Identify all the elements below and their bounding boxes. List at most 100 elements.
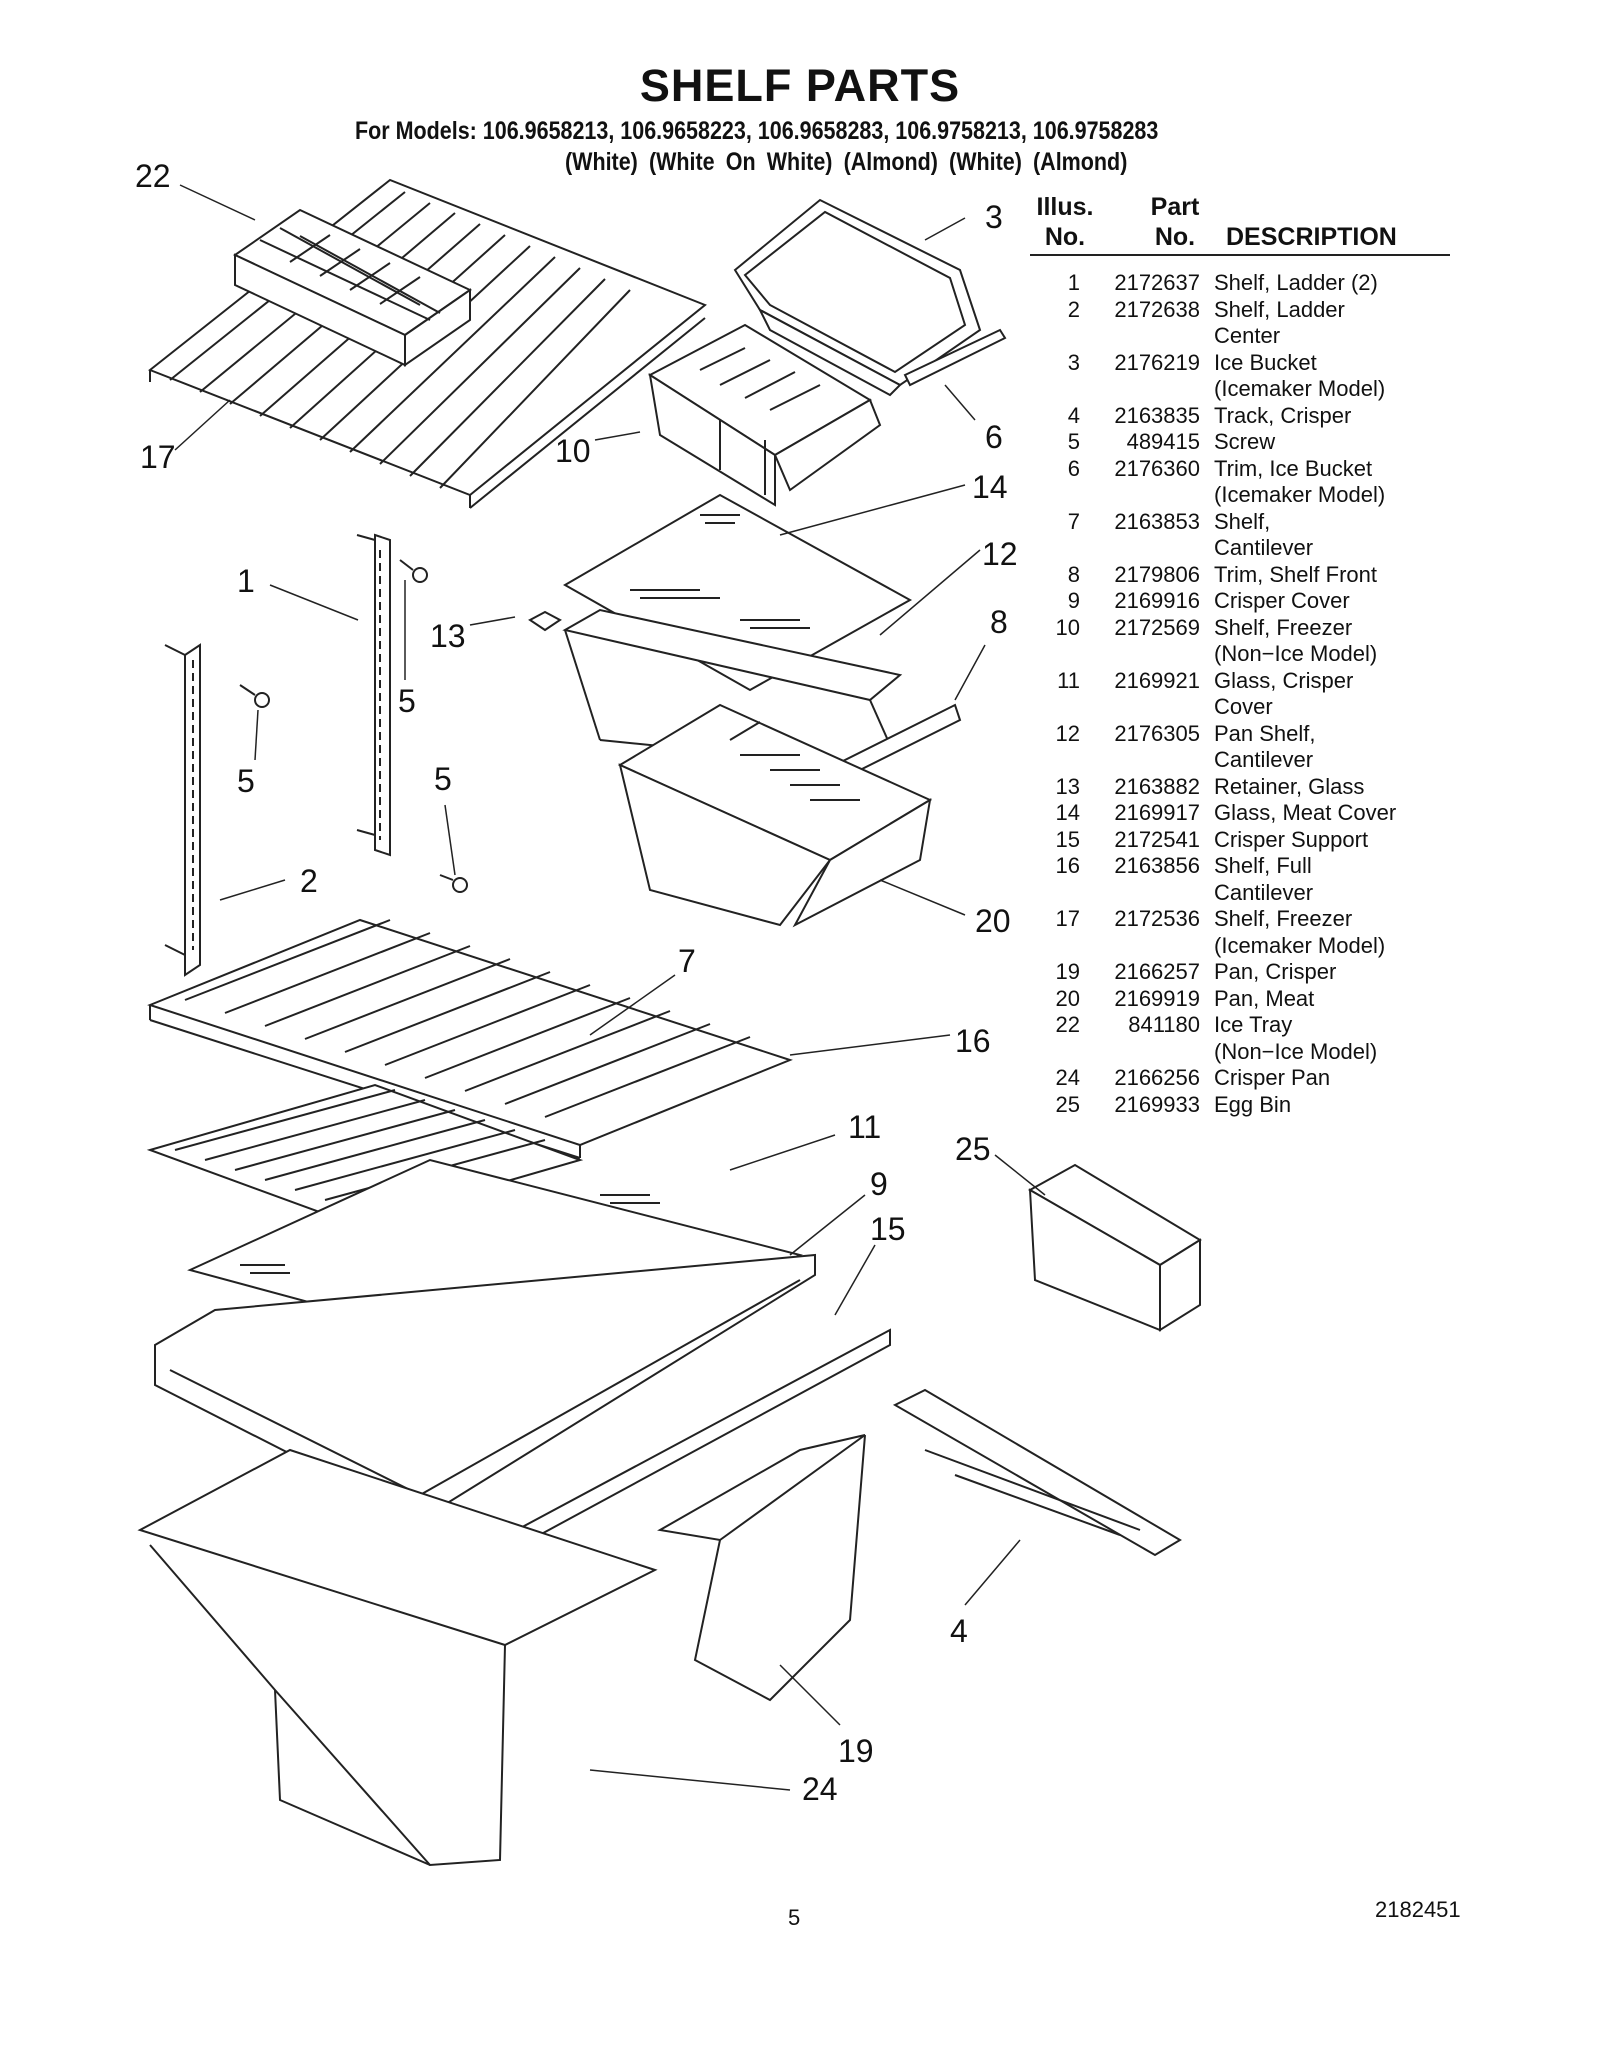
egg-bin-25 — [1027, 1163, 1202, 1332]
ice-bucket-3 — [733, 198, 982, 397]
ladder-shelf-center-2 — [164, 643, 201, 977]
callout-7: 7 — [678, 943, 696, 979]
part-no: 2163882 — [1114, 773, 1200, 799]
table-row: 11 2169921 Glass, Crisper Cover — [1030, 668, 1450, 721]
illus-no: 15 — [1055, 826, 1080, 852]
callout-6: 6 — [985, 419, 1003, 455]
part-description: Shelf, Cantilever — [1214, 508, 1314, 561]
screw-5b — [239, 684, 270, 708]
callout-5-left: 5 — [237, 763, 255, 799]
parts-list-header: Illus. No. Part No. DESCRIPTION — [1030, 192, 1450, 256]
header-description: DESCRIPTION — [1226, 223, 1397, 251]
table-row: 7 2163853 Shelf, Cantilever — [1030, 509, 1450, 562]
part-no: 2179806 — [1114, 561, 1200, 587]
part-no: 2163853 — [1114, 508, 1200, 534]
part-description: Shelf, Full Cantilever — [1214, 853, 1314, 905]
page-title: SHELF PARTS — [639, 60, 961, 111]
part-description: Crisper Cover — [1214, 588, 1350, 613]
callout-5-upper: 5 — [398, 683, 416, 719]
parts-list: Illus. No. Part No. DESCRIPTION 1 2172637… — [1030, 192, 1450, 1118]
callout-1: 1 — [237, 563, 255, 599]
illus-no: 16 — [1055, 853, 1080, 878]
screw-5c — [439, 874, 468, 893]
models-line: For Models: 106.9658213, 106.9658223, 10… — [355, 117, 1159, 145]
ice-tray-22 — [233, 208, 472, 367]
part-no: 841180 — [1128, 1012, 1200, 1037]
part-description: Shelf, Freezer (Non−Ice Model) — [1214, 614, 1378, 667]
illus-no: 12 — [1055, 720, 1080, 746]
part-no: 489415 — [1126, 429, 1200, 454]
part-description: Track, Crisper — [1214, 402, 1352, 428]
callout-8: 8 — [990, 604, 1008, 640]
illus-no: 8 — [1067, 561, 1080, 587]
part-no: 2176305 — [1114, 720, 1200, 746]
callout-9: 9 — [870, 1166, 888, 1202]
illus-no: 9 — [1067, 588, 1080, 613]
model-colors-line: (White) (White On White) (Almond) (White… — [565, 148, 1128, 176]
part-no: 2176360 — [1114, 455, 1200, 481]
part-description: Trim, Ice Bucket (Icemaker Model) — [1214, 455, 1386, 508]
part-description: Shelf, Ladder (2) — [1214, 270, 1378, 295]
illus-no: 20 — [1055, 985, 1080, 1011]
callout-16: 16 — [955, 1023, 991, 1059]
illus-no: 7 — [1067, 508, 1080, 534]
part-description: Glass, Crisper Cover — [1214, 667, 1354, 720]
illus-no: 6 — [1067, 455, 1080, 481]
part-no: 2172637 — [1114, 270, 1200, 295]
callout-17: 17 — [140, 439, 176, 475]
crisper-pan-24 — [137, 1448, 658, 1867]
callout-22: 22 — [135, 158, 171, 194]
table-row: 8 2179806 Trim, Shelf Front — [1030, 562, 1450, 589]
table-row: 9 2169916 Crisper Cover — [1030, 588, 1450, 615]
table-row: 24 2166256 Crisper Pan — [1030, 1065, 1450, 1092]
part-description: Shelf, Ladder Center — [1214, 296, 1345, 349]
illus-no: 22 — [1055, 1012, 1080, 1037]
part-no: 2176219 — [1114, 349, 1200, 375]
part-no: 2172536 — [1114, 906, 1200, 931]
illus-no: 25 — [1055, 1091, 1080, 1117]
illus-no: 24 — [1055, 1065, 1080, 1090]
ice-bucket-trim-6 — [903, 328, 1007, 387]
part-no: 2172638 — [1114, 296, 1200, 322]
screw-5a — [399, 559, 428, 583]
part-no: 2169916 — [1114, 588, 1200, 613]
callout-leaders — [174, 184, 1046, 1791]
crisper-cover-frame-9 — [154, 1253, 816, 1522]
table-row: 1 2172637 Shelf, Ladder (2) — [1030, 270, 1450, 297]
illus-no: 3 — [1067, 349, 1080, 375]
callout-3: 3 — [985, 199, 1003, 235]
part-no: 2166256 — [1114, 1065, 1200, 1090]
page-number: 5 — [788, 1905, 801, 1930]
part-no: 2169919 — [1114, 985, 1200, 1011]
part-description: Shelf, Freezer (Icemaker Model) — [1214, 906, 1386, 958]
part-description: Crisper Support — [1214, 826, 1369, 852]
illus-no: 11 — [1057, 667, 1080, 693]
callout-25: 25 — [955, 1131, 991, 1167]
table-row: 12 2176305 Pan Shelf, Cantilever — [1030, 721, 1450, 774]
part-description: Trim, Shelf Front — [1214, 561, 1377, 587]
part-no: 2169917 — [1114, 800, 1200, 825]
part-no: 2163835 — [1114, 402, 1200, 428]
crisper-pan-19 — [657, 1434, 866, 1702]
part-description: Retainer, Glass — [1214, 773, 1365, 799]
callout-12: 12 — [982, 536, 1018, 572]
part-no: 2169921 — [1114, 667, 1200, 693]
part-description: Crisper Pan — [1214, 1065, 1331, 1090]
illus-no: 4 — [1067, 402, 1080, 428]
part-description: Pan Shelf, Cantilever — [1214, 720, 1316, 773]
callout-13: 13 — [430, 618, 466, 654]
callout-2: 2 — [300, 863, 318, 899]
callout-20: 20 — [975, 903, 1011, 939]
illus-no: 5 — [1067, 429, 1080, 454]
crisper-track-4 — [892, 1388, 1182, 1557]
callout-19: 19 — [838, 1733, 874, 1769]
illus-no: 1 — [1067, 270, 1080, 295]
